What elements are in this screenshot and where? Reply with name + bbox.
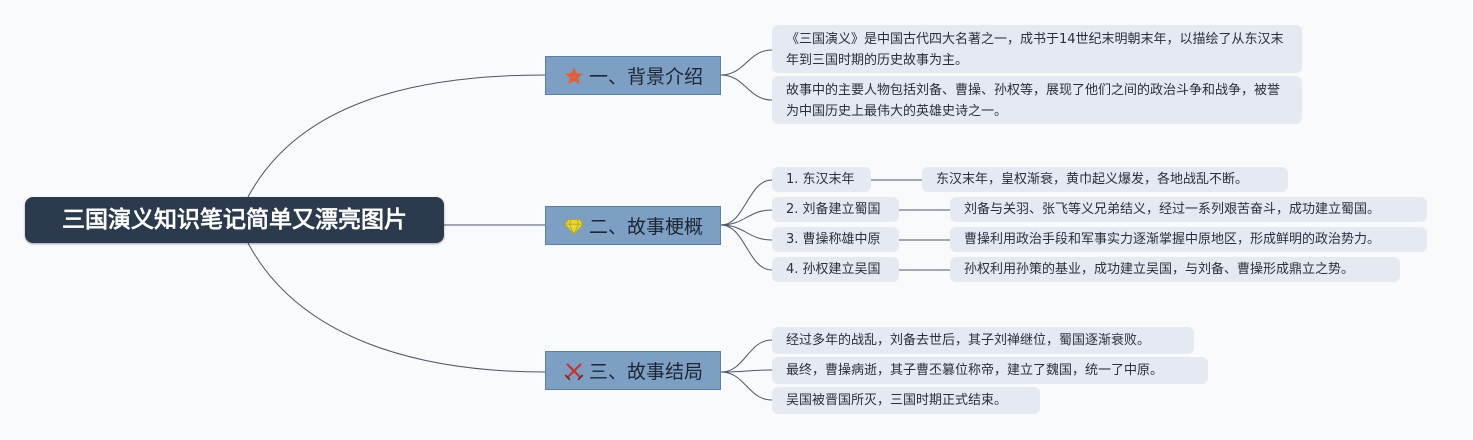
connector-b3-leaf-1 [720,339,773,373]
detail-item-1[interactable]: 东汉末年，皇权渐衰，黄巾起义爆发，各地战乱不断。 [922,167,1288,192]
branch-ending[interactable]: 三、故事结局 [545,351,721,390]
sub-item-3[interactable]: 3. 曹操称雄中原 [772,227,899,252]
connector-b2-leaf-1 [720,179,773,226]
leaf-ending-2[interactable]: 最终，曹操病逝，其子曹丕篡位称帝，建立了魏国，统一了中原。 [772,357,1208,384]
connector-root-branch-3 [247,242,546,373]
sub-item-2[interactable]: 2. 刘备建立蜀国 [772,197,899,222]
branch-background[interactable]: 一、背景介绍 [545,56,721,95]
detail-item-2[interactable]: 刘备与关羽、张飞等义兄弟结义，经过一系列艰苦奋斗，成功建立蜀国。 [950,197,1427,222]
branch-story[interactable]: 二、故事梗概 [545,206,721,245]
root-topic[interactable]: 三国演义知识笔记简单又漂亮图片 [25,197,444,243]
connector-b2-leaf-4 [720,224,773,271]
connector-b1-leaf-1 [720,49,773,76]
connector-b2-leaf-2 [720,209,773,226]
connector-b3-leaf-3 [720,371,773,401]
sub-item-1[interactable]: 1. 东汉末年 [772,167,871,192]
detail-item-3[interactable]: 曹操利用政治手段和军事实力逐渐掌握中原地区，形成鲜明的政治势力。 [950,227,1427,252]
connector-b3-leaf-2 [720,369,773,373]
leaf-background-1[interactable]: 《三国演义》是中国古代四大名著之一，成书于14世纪末明朝末年，以描绘了从东汉末年… [772,25,1302,73]
branch-label: 三、故事结局 [588,361,703,383]
leaf-background-2[interactable]: 故事中的主要人物包括刘备、曹操、孙权等，展现了他们之间的政治斗争和战争，被誉为中… [772,76,1302,124]
leaf-ending-3[interactable]: 吴国被晋国所灭，三国时期正式结束。 [772,387,1040,414]
connector-b1-leaf-2 [720,74,773,101]
branch-label: 一、背景介绍 [588,66,703,88]
star-icon [563,65,585,87]
branch-label: 二、故事梗概 [588,216,703,238]
diamond-icon [563,215,585,237]
leaf-ending-1[interactable]: 经过多年的战乱，刘备去世后，其子刘禅继位，蜀国逐渐衰败。 [772,327,1194,354]
sub-item-4[interactable]: 4. 孙权建立吴国 [772,257,899,282]
crossed-swords-icon [563,360,585,382]
detail-item-4[interactable]: 孙权利用孙策的基业，成功建立吴国，与刘备、曹操形成鼎立之势。 [950,257,1400,282]
connector-root-branch-1 [247,74,546,198]
